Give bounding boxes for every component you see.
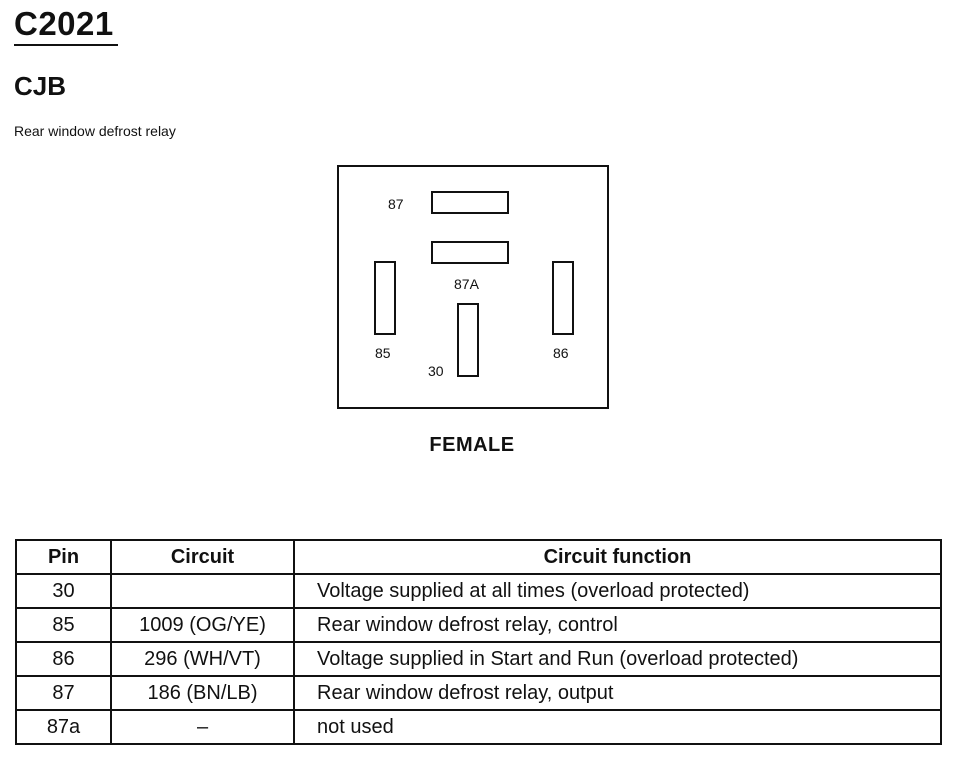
table-row: 85 1009 (OG/YE) Rear window defrost rela… [15, 607, 942, 643]
table-row: 30 Voltage supplied at all times (overlo… [15, 573, 942, 609]
function-cell: not used [293, 709, 942, 745]
pin-cell: 30 [15, 573, 112, 609]
pin-label-86: 86 [553, 345, 569, 361]
circuit-cell: 186 (BN/LB) [110, 675, 295, 711]
pin-label-87: 87 [388, 196, 404, 212]
connector-id-title: C2021 [14, 5, 114, 42]
connector-gender-label: FEMALE [429, 434, 515, 456]
pin-cell: 87a [15, 709, 112, 745]
circuit-cell: 1009 (OG/YE) [110, 607, 295, 643]
relay-connector-face: 87 87A 85 86 30 [337, 165, 609, 409]
circuit-cell: 296 (WH/VT) [110, 641, 295, 677]
terminal-30 [457, 303, 479, 377]
pin-cell: 86 [15, 641, 112, 677]
table-header-row: Pin Circuit Circuit function [15, 539, 942, 575]
location-heading: CJB [14, 71, 67, 101]
table-row: 86 296 (WH/VT) Voltage supplied in Start… [15, 641, 942, 677]
column-header-circuit: Circuit [110, 539, 295, 575]
connector-description: Rear window defrost relay [14, 123, 176, 139]
function-cell: Rear window defrost relay, output [293, 675, 942, 711]
table-row: 87 186 (BN/LB) Rear window defrost relay… [15, 675, 942, 711]
pin-function-table: Pin Circuit Circuit function 30 Voltage … [15, 539, 942, 745]
pin-label-30: 30 [428, 363, 444, 379]
column-header-function: Circuit function [293, 539, 942, 575]
circuit-cell [110, 573, 295, 609]
column-header-pin: Pin [15, 539, 112, 575]
terminal-86 [552, 261, 574, 335]
terminal-87 [431, 191, 509, 214]
pin-label-87a: 87A [454, 276, 479, 292]
pin-cell: 85 [15, 607, 112, 643]
function-cell: Rear window defrost relay, control [293, 607, 942, 643]
pin-label-85: 85 [375, 345, 391, 361]
pin-cell: 87 [15, 675, 112, 711]
terminal-85 [374, 261, 396, 335]
title-underline [14, 44, 118, 46]
terminal-87a [431, 241, 509, 264]
table-row: 87a – not used [15, 709, 942, 745]
circuit-cell: – [110, 709, 295, 745]
function-cell: Voltage supplied in Start and Run (overl… [293, 641, 942, 677]
function-cell: Voltage supplied at all times (overload … [293, 573, 942, 609]
